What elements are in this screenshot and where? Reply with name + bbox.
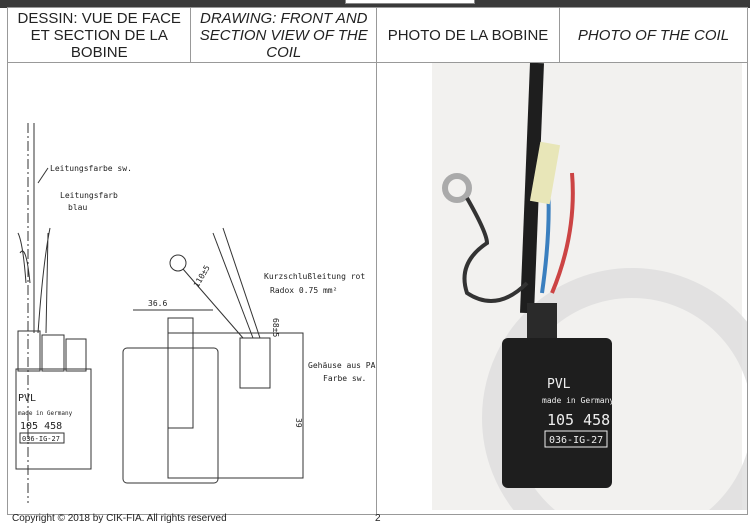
drawing-number: 105 458: [20, 421, 62, 432]
label-wire-black: Leitungsfarbe sw.: [50, 164, 132, 173]
dim-width: 36.6: [148, 299, 167, 308]
dim-length1: 110±5: [192, 263, 212, 289]
photo-homolog: 036-IG-27: [549, 435, 603, 446]
dim-length2: 68±5: [271, 318, 280, 337]
drawing-cell: PVL made in Germany 105 458 036-IG-27 Le…: [7, 62, 377, 515]
photo-brand: PVL: [547, 377, 571, 392]
header-en-drawing: DRAWING: FRONT AND SECTION VIEW OF THE C…: [190, 7, 377, 63]
top-bar: [0, 0, 750, 8]
drawing-made: made in Germany: [18, 410, 73, 417]
page-number: 2: [375, 513, 381, 524]
header-en-photo: PHOTO OF THE COIL: [559, 7, 748, 63]
label-short-wire: Kurzschlußleitung rot: [264, 272, 365, 281]
copyright: Copyright © 2018 by CIK-FIA. All rights …: [12, 513, 227, 524]
coil-technical-drawing: PVL made in Germany 105 458 036-IG-27 Le…: [15, 123, 376, 503]
coil-body-photo: [502, 338, 612, 488]
label-housing-color: Farbe sw.: [323, 374, 366, 383]
cik-stamp-watermark: [482, 268, 750, 531]
header-fr-drawing: DESSIN: VUE DE FACE ET SECTION DE LA BOB…: [6, 7, 192, 63]
photo-cell: PVL made in Germany 105 458 036-IG-27: [376, 62, 750, 531]
label-wire-blue: Leitungsfarb: [60, 191, 118, 200]
photo-made: made in Germany: [542, 396, 614, 405]
top-box: [345, 0, 475, 4]
drawing-homolog: 036-IG-27: [22, 435, 60, 443]
label-housing: Gehäuse aus PA: [308, 361, 376, 370]
label-radox: Radox 0.75 mm²: [270, 286, 337, 295]
dim-height: 39: [294, 418, 303, 428]
coil-photo: PVL made in Germany 105 458 036-IG-27: [432, 62, 750, 531]
label-wire-blue-2: blau: [68, 203, 87, 212]
drawing-brand: PVL: [18, 393, 36, 404]
header-fr-photo: PHOTO DE LA BOBINE: [376, 7, 560, 63]
coil-body-front: [15, 368, 92, 470]
coil-table: DESSIN: VUE DE FACE ET SECTION DE LA BOB…: [6, 7, 750, 531]
photo-number: 105 458: [547, 411, 610, 429]
